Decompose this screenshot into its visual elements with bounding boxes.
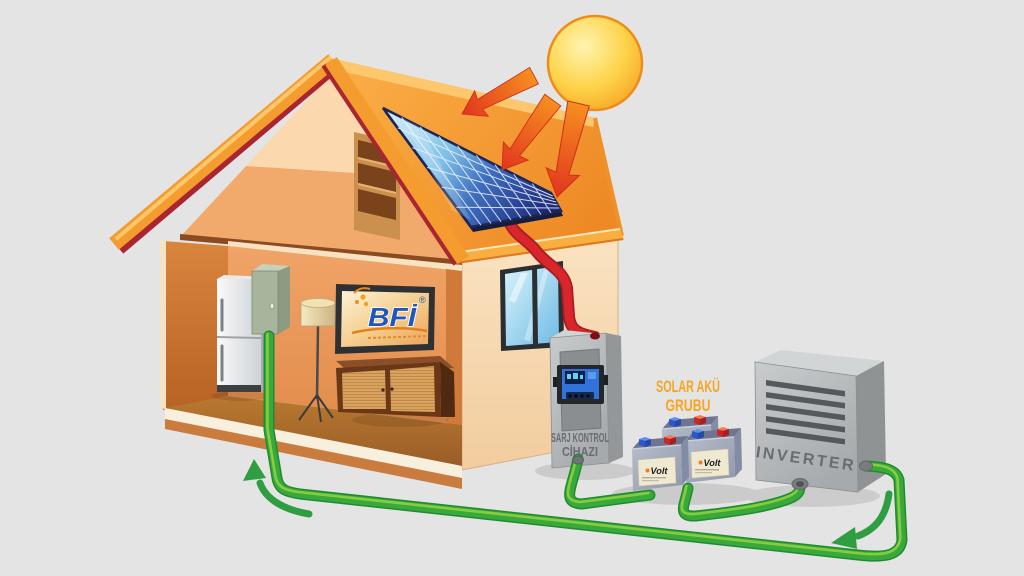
tv: BFİ ® [335,284,435,354]
ac-cable-green [263,330,908,562]
attic-floor-edge [180,234,462,265]
charge-controller-label-line1: SARJ KONTROL [551,431,609,445]
house: BFİ ® [109,54,624,489]
dc-cable-red [502,214,601,343]
battery-group-caption: SOLAR AKÜ GRUBU [656,377,720,415]
tv-logo-sun-icon [353,287,371,307]
cable-ports [572,455,873,490]
solar-panel-face [381,106,563,229]
battery-brand-dot [645,468,650,473]
battery-group-label-line1: SOLAR AKÜ [656,377,720,396]
battery-brand-label: Volt [704,458,722,468]
floor-front-band [165,408,462,478]
attic-shelf [354,132,400,240]
gable-beam-right [325,57,469,264]
battery-brand-label: Volt [651,466,669,476]
room-left-wall [163,241,228,410]
charge-controller-device [553,365,608,404]
dc-cable-inlet [590,332,600,340]
tv-screen [341,291,429,347]
roof-ridge-stripe [330,58,595,127]
distribution-panel [251,264,290,335]
solar-panel [381,106,563,232]
battery [684,426,743,484]
left-wall-edge [160,239,166,410]
battery-group: Volt Volt [631,414,743,492]
inverter: INVERTER [754,350,886,493]
flow-arrows [243,459,893,549]
tv-cabinet [336,356,455,427]
tv-logo-swoosh [351,326,428,335]
floor-lamp [298,298,336,423]
gable-beam-left-under [118,65,340,254]
room-floor [165,396,462,466]
flow-arrow-down [831,490,893,549]
ceiling-band [228,241,462,272]
battery [631,434,690,492]
gable-beam-left [109,54,338,250]
inverter-side-port [859,460,873,472]
inverter-vents [766,380,845,445]
window-glass [505,266,559,346]
window-divider [532,265,538,345]
gable-beam-right-under [321,63,459,266]
tv-logo-registered: ® [419,295,426,305]
sun [546,14,644,112]
battery-brand-dot [698,460,703,465]
controller-outlet-port [572,455,584,465]
room-right-wall [446,269,462,468]
floor-slab-under [165,419,462,489]
flow-arrow-up [243,459,313,518]
window [500,261,564,351]
charge-controller: SARJ KONTROL CİHAZI [549,330,623,469]
battery-group-label-line2: GRUBU [666,396,711,415]
charge-controller-label-line2: CİHAZI [562,444,598,459]
